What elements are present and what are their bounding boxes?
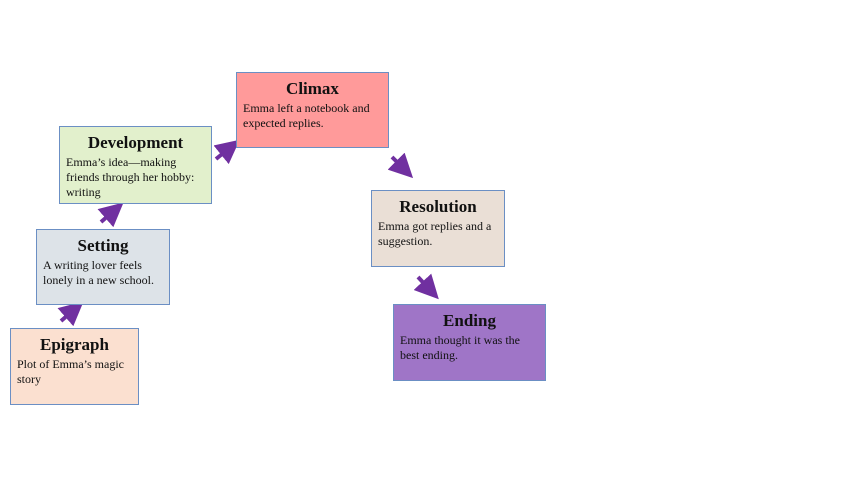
arrow-setting-to-development (97, 202, 124, 228)
arrow-climax-to-resolution (387, 152, 414, 179)
stage-text-resolution: Emma got replies and a suggestion. (378, 219, 492, 248)
stage-text-development: Emma’s idea—making friends through her h… (66, 155, 195, 199)
arrow-epigraph-to-setting (57, 301, 84, 327)
stage-text-ending: Emma thought it was the best ending. (400, 333, 520, 362)
stage-title-ending: Ending (443, 311, 496, 330)
stage-box-development: Development Emma’s idea—making friends t… (59, 126, 212, 204)
arrow-resolution-to-ending (413, 273, 439, 300)
stage-text-setting: A writing lover feels lonely in a new sc… (43, 258, 154, 287)
stage-box-epigraph: Epigraph Plot of Emma’s magic story (10, 328, 139, 405)
stage-title-setting: Setting (77, 236, 129, 255)
stage-box-resolution: Resolution Emma got replies and a sugges… (371, 190, 505, 267)
stage-text-climax: Emma left a notebook and expected replie… (243, 101, 370, 130)
stage-box-setting: Setting A writing lover feels lonely in … (36, 229, 170, 305)
arrow-development-to-climax (213, 139, 240, 165)
stage-box-climax: Climax Emma left a notebook and expected… (236, 72, 389, 148)
stage-title-climax: Climax (286, 79, 339, 98)
stage-title-epigraph: Epigraph (40, 335, 109, 354)
stage-box-ending: Ending Emma thought it was the best endi… (393, 304, 546, 381)
stage-title-development: Development (87, 133, 184, 152)
stage-text-epigraph: Plot of Emma’s magic story (17, 357, 124, 386)
stage-title-resolution: Resolution (399, 197, 477, 216)
